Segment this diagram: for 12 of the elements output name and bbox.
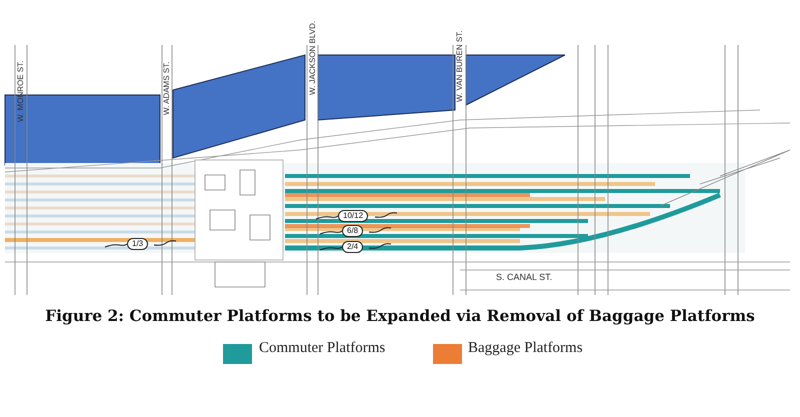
legend-label: Baggage Platforms <box>468 340 583 357</box>
figure-caption: Figure 2: Commuter Platforms to be Expanded via Removal of Baggage Platforms <box>44 306 756 325</box>
callout-number: 10/12 <box>338 210 368 222</box>
street-label: W. JACKSON BLVD. <box>308 20 318 95</box>
callout-number: 6/8 <box>342 225 364 237</box>
legend-label: Commuter Platforms <box>259 340 386 357</box>
street-label: W. ADAMS ST. <box>162 62 172 115</box>
street-label: W. VAN BUREN ST. <box>455 30 465 102</box>
street-label: W. MONROE ST. <box>16 60 26 122</box>
callout-number: 1/3 <box>127 238 148 250</box>
callout-number: 2/4 <box>342 241 364 253</box>
street-label: S. CANAL ST. <box>496 272 552 282</box>
